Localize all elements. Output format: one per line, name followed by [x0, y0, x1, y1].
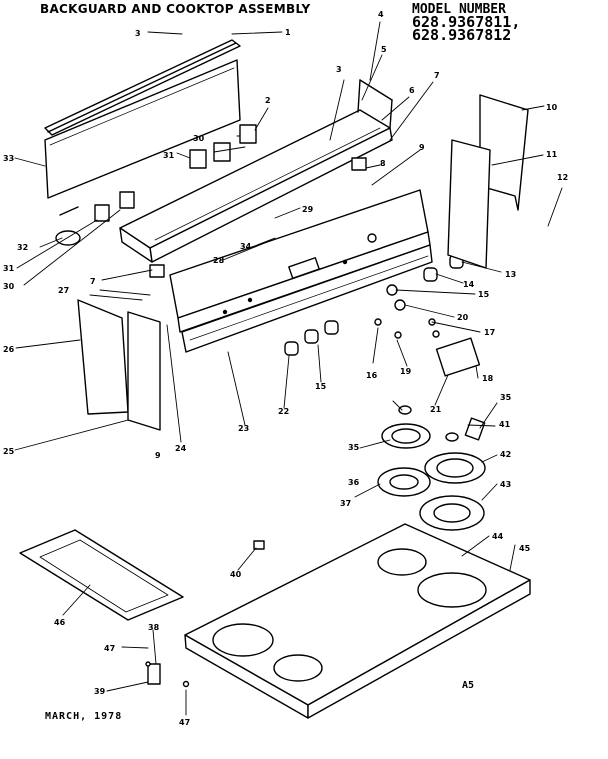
callout-38: 38	[148, 623, 160, 632]
callout-47: 47	[179, 718, 190, 727]
callout-19: 19	[400, 367, 412, 376]
callout-26: 26	[3, 345, 15, 354]
callout-47: 47	[104, 644, 115, 653]
callout-27: 27	[58, 286, 69, 295]
model-number-block: MODEL NUMBER 628.9367811, 628.9367812	[412, 2, 521, 44]
right-end-cap	[447, 94, 529, 269]
callout-39: 39	[94, 687, 106, 696]
callout-28: 28	[213, 256, 225, 265]
backguard-panel	[44, 59, 241, 199]
clips	[94, 124, 367, 278]
callout-8: 8	[380, 159, 386, 168]
callout-10: 10	[546, 103, 558, 112]
callout-14: 14	[463, 280, 475, 289]
callout-7: 7	[90, 277, 96, 286]
callout-7: 7	[434, 71, 440, 80]
callout-30: 30	[3, 282, 15, 291]
callout-40: 40	[230, 570, 242, 579]
callout-6: 6	[409, 86, 415, 95]
callout-37: 37	[340, 499, 351, 508]
callout-21: 21	[430, 405, 442, 414]
callout-43: 43	[500, 480, 511, 489]
surface-units	[377, 405, 486, 531]
callout-12: 12	[557, 173, 568, 182]
cooktop-screw	[253, 540, 265, 550]
switch-parts	[374, 318, 481, 377]
model-number-label: MODEL NUMBER	[412, 2, 506, 17]
callout-3: 3	[135, 29, 141, 38]
callout-22: 22	[278, 407, 289, 416]
callout-15: 15	[478, 290, 490, 299]
callout-45: 45	[519, 544, 531, 553]
callout-9: 9	[419, 143, 425, 152]
callout-36: 36	[348, 478, 360, 487]
callout-13: 13	[505, 270, 516, 279]
cooktop-tray	[19, 529, 184, 621]
callout-5: 5	[381, 45, 387, 54]
backguard-housing	[119, 79, 393, 263]
backguard-trim-strip	[44, 39, 241, 136]
callout-31: 31	[3, 264, 15, 273]
callout-46: 46	[54, 618, 66, 627]
callout-34: 34	[240, 242, 252, 251]
callout-41: 41	[499, 420, 511, 429]
callout-numbers: 1 3 4 5 3 6 7 2 30 31 33 8 9 10 11 12 29…	[3, 10, 568, 727]
model-number-1: 628.9367811,	[412, 13, 521, 31]
control-panel	[169, 189, 433, 353]
callout-3: 3	[336, 65, 342, 74]
left-end-cap	[77, 299, 161, 431]
callout-15: 15	[315, 382, 327, 391]
hinge-bracket	[145, 661, 190, 688]
callout-31: 31	[163, 151, 175, 160]
publication-date: MARCH, 1978	[45, 711, 123, 722]
callout-17: 17	[484, 328, 495, 337]
callout-23: 23	[238, 424, 249, 433]
diagram-title: BACKGUARD AND COOKTOP ASSEMBLY	[40, 2, 311, 16]
page-number: A5	[462, 680, 475, 691]
callout-44: 44	[492, 532, 504, 541]
callout-24: 24	[175, 444, 187, 453]
callout-1: 1	[285, 28, 291, 37]
callout-9: 9	[155, 451, 161, 460]
callout-29: 29	[302, 205, 314, 214]
callout-20: 20	[457, 313, 469, 322]
callout-30: 30	[193, 134, 205, 143]
callout-33: 33	[3, 154, 14, 163]
callout-4: 4	[378, 10, 384, 19]
control-knobs	[284, 254, 464, 356]
callout-42: 42	[500, 450, 511, 459]
callout-11: 11	[546, 150, 558, 159]
callout-32: 32	[17, 243, 28, 252]
callout-25: 25	[3, 447, 15, 456]
cooktop	[184, 523, 531, 719]
callout-35: 35	[500, 393, 512, 402]
callout-18: 18	[482, 374, 494, 383]
leader-lines	[14, 21, 563, 716]
model-number-2: 628.9367812	[412, 26, 512, 44]
callout-16: 16	[366, 371, 378, 380]
callout-2: 2	[265, 96, 271, 105]
callout-35: 35	[348, 443, 360, 452]
